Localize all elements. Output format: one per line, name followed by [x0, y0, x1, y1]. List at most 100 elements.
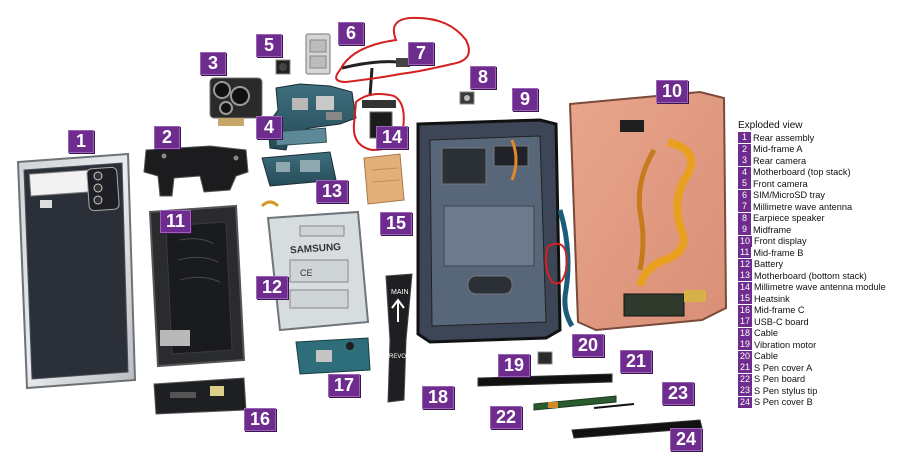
legend-item-number: 12: [738, 258, 753, 270]
legend-item-label: Mid-frame A: [753, 144, 803, 154]
part-tag-15: 15: [380, 212, 413, 235]
part-tag-11: 11: [160, 210, 192, 233]
red-annotation-outline-20: [544, 242, 568, 285]
legend-item-number: 8: [738, 212, 751, 224]
part-tag-24: 24: [670, 428, 703, 451]
part-tag-19: 19: [498, 354, 531, 377]
legend-item-label: Rear camera: [753, 155, 807, 166]
front-display: [568, 90, 728, 332]
mid-frame-a: [143, 145, 249, 197]
legend-item-label: Mid-frame B: [753, 247, 804, 258]
legend-item-label: Rear assembly: [753, 132, 815, 143]
legend-item-number: 24: [738, 396, 753, 408]
battery: [260, 200, 370, 332]
legend-item-label: Front camera: [753, 178, 808, 189]
legend-item-number: 18: [738, 327, 753, 339]
legend-item-label: Motherboard (bottom stack): [754, 270, 867, 281]
part-tag-2: 2: [154, 126, 180, 149]
part-tag-21: 21: [620, 350, 653, 373]
legend-item-number: 3: [738, 155, 751, 166]
legend-item-label: S Pen board: [754, 374, 806, 384]
cable-20: [544, 209, 575, 328]
legend-item-label: S Pen stylus tip: [754, 385, 818, 396]
battery-ce-mark: CE: [300, 268, 313, 278]
part-tag-20: 20: [572, 334, 605, 357]
legend-item-number: 9: [738, 224, 751, 235]
legend-item-number: 16: [738, 304, 753, 316]
mid-frame-c: [153, 377, 247, 415]
legend-item-number: 21: [738, 362, 753, 373]
legend-item-number: 1: [738, 132, 751, 143]
legend-item-label: S Pen cover B: [754, 397, 813, 407]
legend-item-number: 14: [738, 281, 753, 293]
part-tag-17: 17: [328, 374, 361, 397]
cable-revola-text: REVOLA: [389, 354, 413, 360]
red-annotation-outline-7: [335, 16, 470, 84]
legend-item-label: Midframe: [753, 224, 792, 235]
legend-item-number: 7: [738, 201, 751, 212]
cable-18: [385, 273, 413, 403]
legend-item-number: 22: [738, 373, 753, 385]
legend-item-number: 19: [738, 339, 753, 350]
legend-item-number: 13: [738, 270, 753, 281]
part-tag-22: 22: [490, 406, 523, 429]
s-pen-stylus-tip: [593, 403, 635, 409]
part-tag-13: 13: [316, 180, 349, 203]
cable-main-text: MAIN: [391, 289, 409, 296]
legend-item-label: Front display: [754, 236, 807, 246]
front-camera: [275, 59, 291, 75]
legend-item-number: 11: [738, 247, 752, 258]
part-tag-14: 14: [376, 126, 409, 149]
usb-c-board: [295, 337, 371, 375]
legend-item-label: Millimetre wave antenna: [753, 201, 853, 212]
earpiece-speaker: [459, 91, 475, 105]
legend-item-label: Heatsink: [754, 293, 790, 304]
legend-item-number: 20: [738, 350, 753, 362]
part-tag-6: 6: [338, 22, 364, 45]
s-pen-board: [533, 395, 617, 411]
sim-tray: [305, 33, 331, 75]
legend-item-number: 15: [738, 293, 753, 304]
battery-brand-text: SAMSUNG: [290, 242, 342, 257]
part-tag-8: 8: [470, 66, 496, 89]
part-tag-23: 23: [662, 382, 695, 405]
legend-item-label: Vibration motor: [754, 339, 817, 350]
legend-item-number: 17: [738, 316, 753, 327]
legend-title: Exploded view: [738, 120, 803, 131]
s-pen-cover-a: [477, 373, 613, 387]
legend-item-label: Motherboard (top stack): [753, 167, 851, 177]
legend-item-number: 2: [738, 143, 751, 155]
part-tag-12: 12: [256, 276, 289, 299]
part-tag-4: 4: [256, 116, 282, 139]
part-tag-5: 5: [256, 34, 282, 57]
legend-item-label: Millimetre wave antenna module: [754, 282, 886, 292]
part-tag-9: 9: [512, 88, 538, 111]
legend-item-number: 10: [738, 235, 753, 247]
part-tag-1: 1: [68, 130, 94, 153]
rear-camera: [209, 77, 263, 126]
legend-item-label: Mid-frame C: [754, 305, 805, 315]
legend-item-label: Earpiece speaker: [753, 213, 825, 223]
